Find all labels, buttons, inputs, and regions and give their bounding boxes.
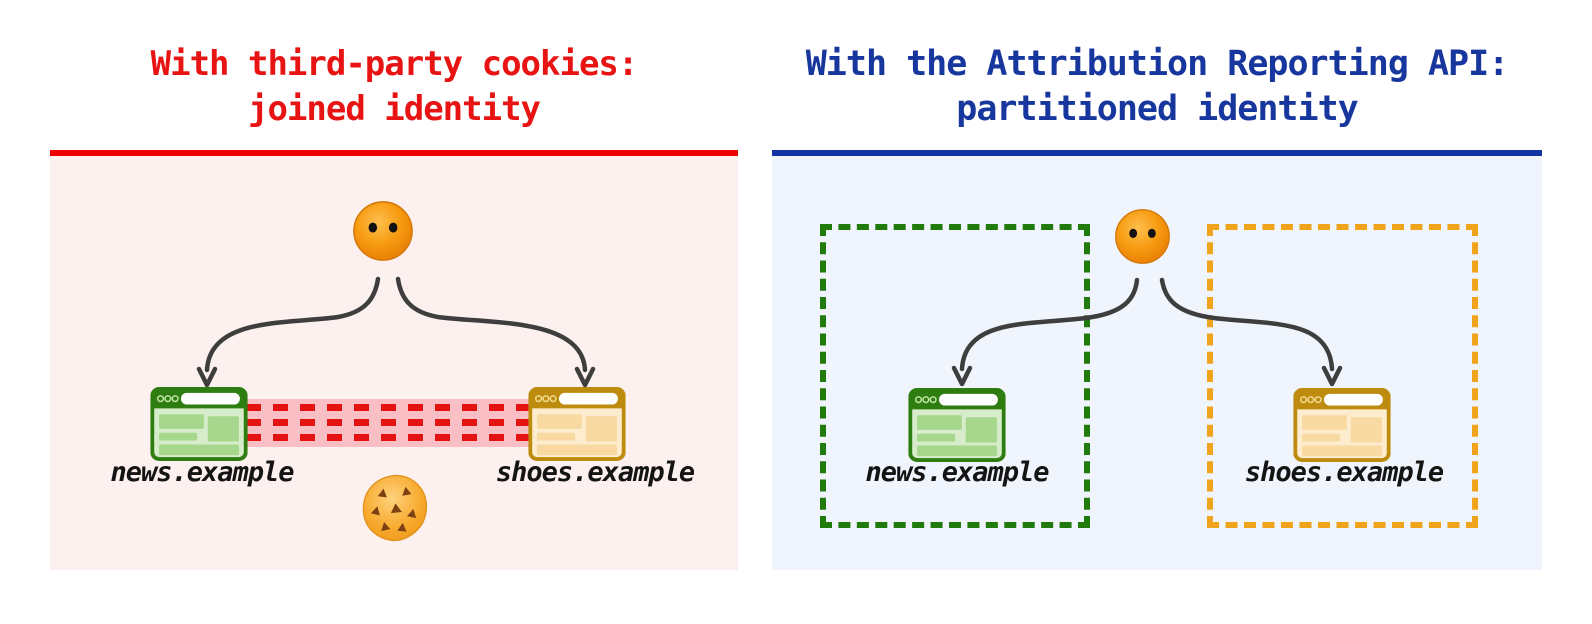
right-divider-rule — [772, 150, 1542, 156]
left-title-line1: With third-party cookies: — [150, 44, 639, 84]
right-panel-title: With the Attribution Reporting API: part… — [772, 42, 1542, 132]
shoes-site-label: shoes.example — [495, 457, 695, 488]
cookie-link-dashes — [246, 419, 530, 426]
arrow-to-news-icon — [204, 276, 381, 373]
left-divider-rule — [50, 150, 738, 156]
right-title-line2: partitioned identity — [956, 89, 1358, 129]
cookie-icon — [358, 471, 432, 545]
visit-arrows — [951, 277, 1343, 387]
arrow-to-shoes-icon — [395, 276, 588, 373]
shoes-site-label: shoes.example — [1244, 457, 1444, 488]
arrow-to-shoes-icon — [1159, 277, 1335, 372]
cookie-link-dashes — [246, 404, 530, 411]
attribution-api-panel: news.example shoes.example — [772, 156, 1542, 570]
arrow-to-news-icon — [959, 277, 1140, 372]
arrow-to-news-head-icon — [951, 365, 973, 387]
shoes-partition-boundary — [1207, 224, 1478, 528]
news-site-label: news.example — [110, 457, 294, 488]
right-title-line1: With the Attribution Reporting API: — [805, 44, 1510, 84]
user-face-icon — [1114, 207, 1171, 266]
arrow-to-shoes-head-icon — [1321, 365, 1343, 387]
arrow-to-news-head-icon — [196, 366, 218, 388]
news-partition-boundary — [820, 224, 1090, 528]
news-site-label: news.example — [865, 457, 1049, 488]
visit-arrows — [196, 276, 596, 388]
user-face-icon — [352, 200, 414, 262]
joined-identity-link — [243, 399, 533, 447]
third-party-cookies-panel: news.example shoes.example — [50, 156, 738, 570]
left-title-line2: joined identity — [247, 89, 541, 129]
left-panel-title: With third-party cookies: joined identit… — [50, 42, 738, 132]
arrow-to-shoes-head-icon — [574, 366, 596, 388]
cookie-link-dashes — [246, 434, 530, 441]
